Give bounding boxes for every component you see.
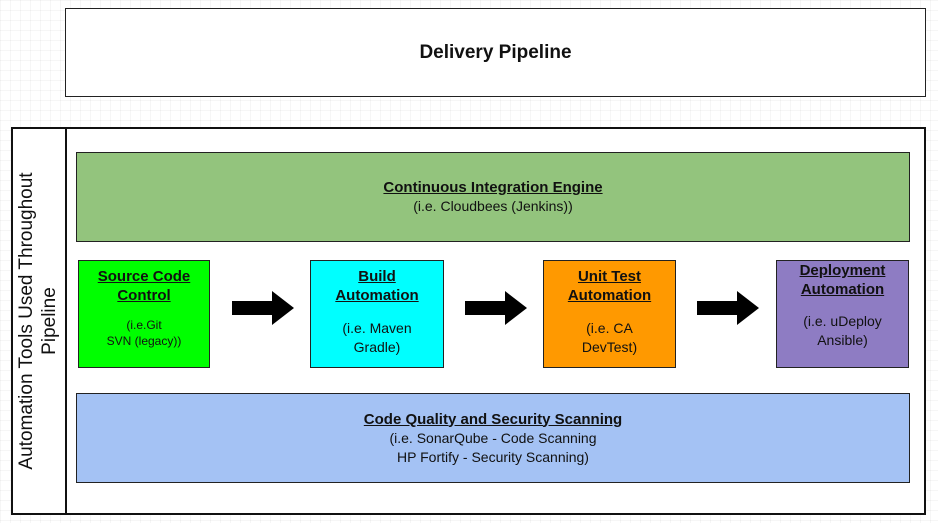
stage-title-line: Unit Test [577, 268, 642, 285]
stage-title-line: Deployment [799, 262, 886, 279]
sidebar-label: Automation Tools Used Throughout Pipelin… [15, 172, 61, 469]
stage-title: Build Automation [335, 267, 418, 305]
right-arrow-icon [465, 291, 527, 325]
stage-subtitle-line: Gradle) [353, 339, 401, 355]
stage-deployment-automation: Deployment Automation (i.e. uDeploy Ansi… [776, 260, 909, 368]
stage-title-line: Control [117, 287, 171, 304]
stage-subtitle-line: (i.e. uDeploy [803, 313, 882, 329]
stage-title-line: Source Code [97, 268, 191, 285]
automation-tools-sidebar: Automation Tools Used Throughout Pipelin… [11, 127, 67, 515]
ci-engine-title: Continuous Integration Engine [383, 179, 603, 196]
stage-title: Deployment Automation [800, 261, 886, 299]
stage-subtitle-line: SVN (legacy)) [106, 334, 182, 348]
stage-build-automation: Build Automation (i.e. Maven Gradle) [310, 260, 444, 368]
stage-subtitle: (i.e. Maven Gradle) [342, 319, 411, 357]
stage-title-line: Build [358, 268, 396, 285]
code-quality-line-1: (i.e. SonarQube - Code Scanning [389, 429, 597, 446]
stage-subtitle: (i.e. uDeploy Ansible) [803, 312, 882, 350]
stage-title: Source Code Control [98, 267, 191, 305]
delivery-pipeline-header: Delivery Pipeline [65, 8, 926, 97]
right-arrow-icon [232, 291, 294, 325]
right-arrow-icon [697, 291, 759, 325]
code-quality-band: Code Quality and Security Scanning (i.e.… [76, 393, 910, 483]
stage-title-line: Automation [567, 287, 652, 304]
page-title: Delivery Pipeline [419, 41, 572, 63]
stage-title-line: Automation [800, 281, 885, 298]
stage-subtitle-line: DevTest) [581, 339, 638, 355]
ci-engine-band: Continuous Integration Engine (i.e. Clou… [76, 152, 910, 242]
sidebar-label-line-2: Pipeline [39, 287, 60, 355]
stage-title: Unit Test Automation [568, 267, 651, 305]
stage-subtitle-line: (i.e. Maven [342, 320, 412, 336]
sidebar-label-line-1: Automation Tools Used Throughout [16, 172, 37, 470]
code-quality-line-2: HP Fortify - Security Scanning) [397, 448, 589, 465]
stage-subtitle-line: (i.e.Git [126, 318, 162, 332]
stage-subtitle: (i.e.Git SVN (legacy)) [107, 317, 182, 349]
stage-subtitle-line: Ansible) [817, 332, 868, 348]
stage-source-code-control: Source Code Control (i.e.Git SVN (legacy… [78, 260, 210, 368]
stage-title-line: Automation [335, 287, 419, 304]
stage-subtitle-line: (i.e. CA [586, 320, 633, 336]
stage-subtitle: (i.e. CA DevTest) [582, 319, 637, 357]
ci-engine-subtitle: (i.e. Cloudbees (Jenkins)) [413, 198, 573, 214]
code-quality-title: Code Quality and Security Scanning [363, 410, 623, 428]
stage-unit-test-automation: Unit Test Automation (i.e. CA DevTest) [543, 260, 676, 368]
